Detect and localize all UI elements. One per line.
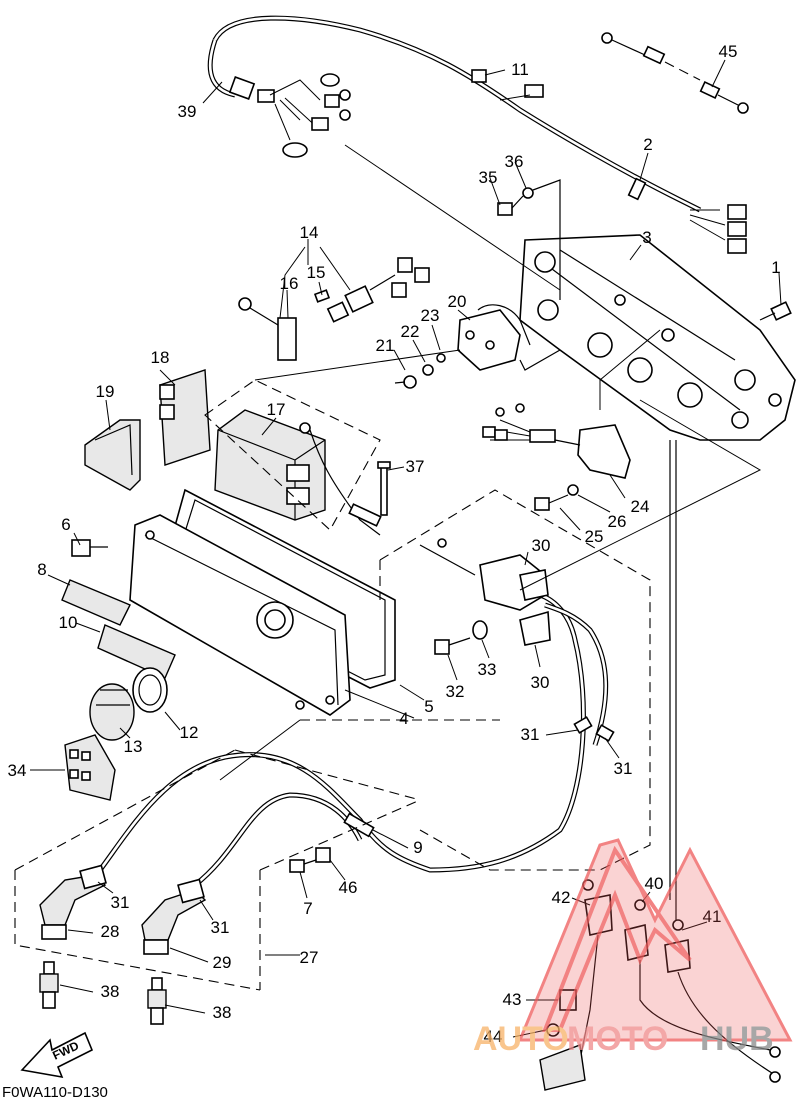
callout-8: 8: [37, 560, 46, 579]
callout-labels: [30, 59, 782, 1038]
callout-21: 21: [376, 336, 395, 355]
label-plate-10: [97, 624, 176, 679]
cable-tie-37: [377, 461, 391, 516]
callout-11: 11: [511, 60, 529, 79]
callout-23: 23: [421, 306, 440, 325]
callout-30-lower: 30: [531, 673, 550, 692]
group-outline-cdi: [204, 379, 381, 531]
sensor-14: [238, 257, 430, 361]
coil-30: [419, 538, 551, 646]
label-plate-8: [61, 579, 131, 626]
group-outline-30: [300, 489, 651, 871]
callout-19: 19: [96, 382, 115, 401]
collar-46: [315, 847, 331, 863]
callout-14: 14: [300, 223, 319, 242]
callout-9: 9: [413, 838, 422, 857]
callout-25: 25: [585, 527, 604, 546]
bolt-32: [434, 637, 471, 655]
callout-28: 28: [101, 922, 120, 941]
callout-29: 29: [213, 953, 232, 972]
callout-4: 4: [399, 709, 408, 728]
ignition-coil-24: [482, 403, 631, 511]
callout-38-right: 38: [213, 1003, 232, 1022]
callout-36: 36: [505, 152, 524, 171]
callout-42: 42: [552, 888, 571, 907]
plug-cap-29: [141, 878, 207, 955]
callout-13: 13: [124, 737, 143, 756]
callout-34: 34: [8, 761, 27, 780]
plug-lead-harness: [97, 592, 615, 887]
rectifier-20: [394, 304, 561, 389]
callout-45: 45: [719, 42, 738, 61]
callout-5: 5: [424, 697, 433, 716]
callout-40: 40: [645, 874, 664, 893]
leader-line-top: [219, 144, 762, 781]
watermark-triangle-icon: [542, 845, 692, 1032]
fwd-arrow-icon: FWD: [20, 1031, 94, 1079]
callout-37: 37: [406, 457, 425, 476]
bolt-6: [71, 539, 108, 557]
callout-26: 26: [608, 512, 627, 531]
cover-4: [129, 514, 351, 716]
callout-31-right-b: 31: [614, 759, 633, 778]
callout-1: 1: [771, 258, 780, 277]
battery-leads: [539, 440, 781, 1091]
cap-13: [89, 683, 135, 741]
callout-31-right-a: 31: [521, 725, 540, 744]
washer-33: [472, 620, 488, 640]
bolt-1: [759, 301, 792, 321]
bracket-18: [159, 369, 211, 466]
plug-cap-28: [39, 864, 107, 940]
callout-35: 35: [479, 168, 498, 187]
main-wire-harness: [207, 15, 747, 254]
callout-18: 18: [151, 348, 170, 367]
bolt-7: [289, 859, 317, 873]
callout-12: 12: [180, 723, 199, 742]
holder-34: [64, 734, 116, 801]
callout-3: 3: [642, 228, 651, 247]
callout-24: 24: [631, 497, 650, 516]
wire-lead-45: [601, 32, 749, 114]
watermark-logo: AUTO MOTO HUB: [473, 838, 793, 1058]
cdi-unit-17: [214, 409, 382, 536]
watermark-hub: HUB: [700, 1020, 774, 1058]
spark-plug-38a: [39, 961, 59, 1009]
callout-27: 27: [300, 948, 319, 967]
callout-43: 43: [503, 990, 522, 1009]
callout-41: 41: [703, 907, 722, 926]
callout-22: 22: [401, 322, 420, 341]
cover-19: [84, 419, 141, 491]
diagram-code-caption: F0WA110-D130: [2, 1084, 108, 1101]
callout-10: 10: [59, 613, 78, 632]
callout-39: 39: [178, 102, 197, 121]
callout-7: 7: [303, 899, 312, 918]
watermark-moto: MOTO: [567, 1020, 668, 1058]
callout-31-mid: 31: [211, 918, 230, 937]
bolt-35: [497, 179, 561, 300]
callout-31-left: 31: [111, 893, 130, 912]
callout-46: 46: [339, 878, 358, 897]
callout-32: 32: [446, 682, 465, 701]
watermark-auto: AUTO: [473, 1020, 569, 1058]
callout-15: 15: [307, 263, 326, 282]
callout-17: 17: [267, 400, 286, 419]
callout-44: 44: [484, 1027, 503, 1046]
callout-16: 16: [280, 274, 299, 293]
spark-plug-38b: [147, 977, 167, 1025]
callout-2: 2: [643, 135, 652, 154]
electrical-box-bracket: [519, 234, 796, 441]
callout-6: 6: [61, 515, 70, 534]
o-ring-12: [132, 667, 168, 713]
callout-30-upper: 30: [532, 536, 551, 555]
callout-20: 20: [448, 292, 467, 311]
callout-33: 33: [478, 660, 497, 679]
callout-38-left: 38: [101, 982, 120, 1001]
